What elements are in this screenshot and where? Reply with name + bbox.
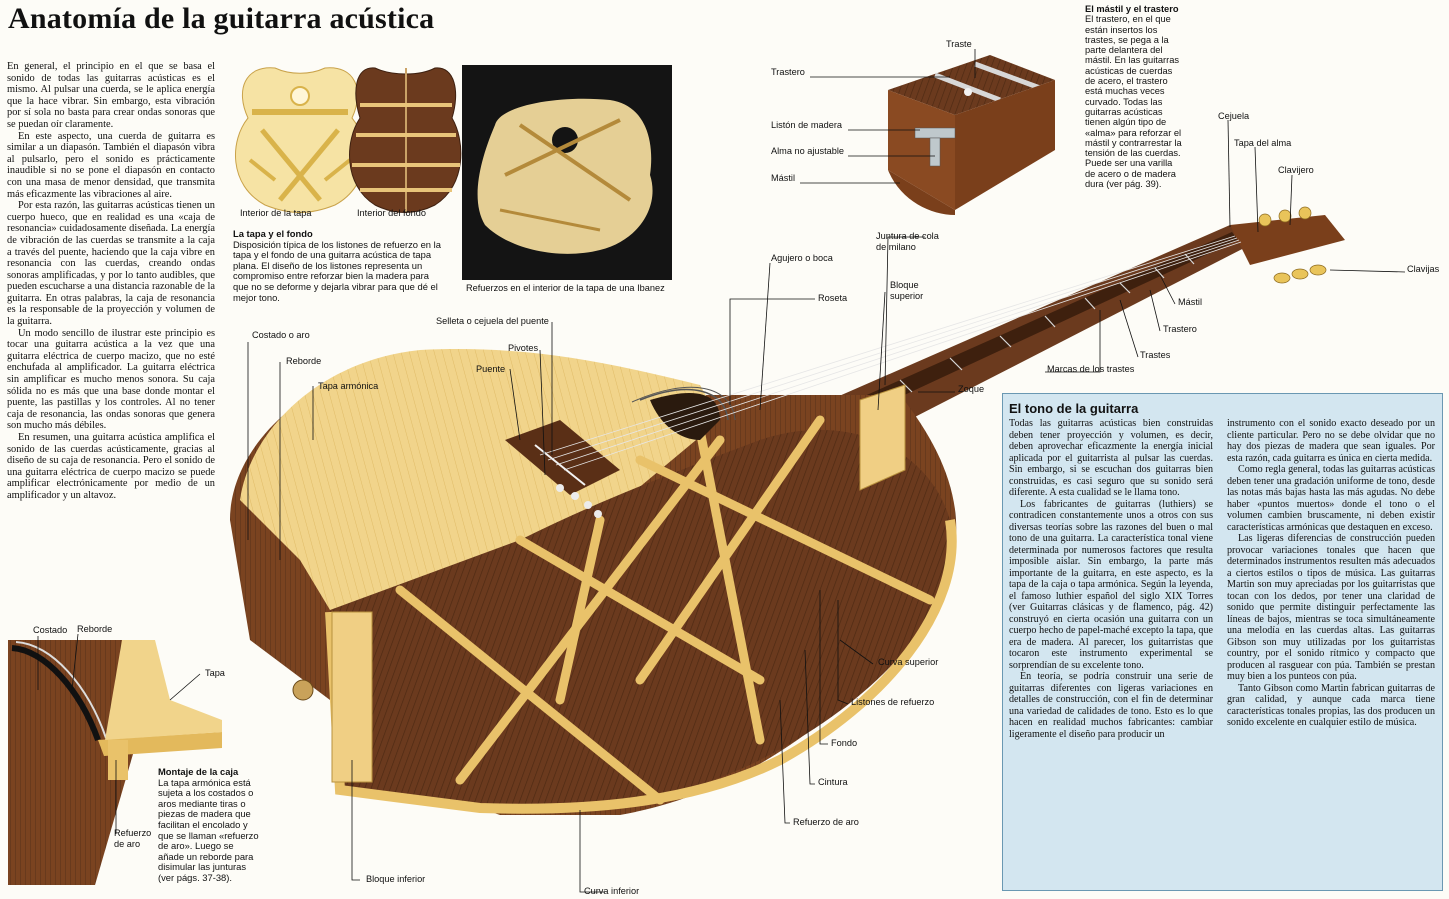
intro-paragraph: En resumen, una guitarra acústica amplif… <box>7 432 215 501</box>
label-bloque-inferior: Bloque inferior <box>366 874 426 884</box>
label-clavijero: Clavijero <box>1278 165 1314 175</box>
tono-title: El tono de la guitarra <box>1009 401 1139 416</box>
label-trastes: Trastes <box>1140 350 1171 360</box>
montaje-caption-title: Montaje de la caja <box>158 766 239 777</box>
label-bloque-superior: Bloque superior <box>890 280 924 301</box>
tono-paragraph: Los fabricantes de guitarras (luthiers) … <box>1009 498 1213 671</box>
tono-paragraph: Tanto Gibson como Martin fabrican guitar… <box>1227 682 1435 729</box>
label-trastero-detail: Trastero <box>771 67 805 77</box>
page-title: Anatomía de la guitarra acústica <box>8 2 435 35</box>
top-brace-drawing <box>235 67 365 213</box>
label-trastero: Trastero <box>1163 324 1197 334</box>
brace-caption: La tapa y el fondo Disposición típica de… <box>233 228 445 303</box>
tono-paragraph: En teoría, se podría construir una serie… <box>1009 671 1213 740</box>
montaje-caption-text: La tapa armónica está sujeta a los costa… <box>158 776 259 883</box>
label-clavijas: Clavijas <box>1407 264 1440 274</box>
label-curva-superior: Curva superior <box>878 657 939 667</box>
guitar-cutaway <box>230 206 1345 815</box>
label-traste: Traste <box>946 39 972 49</box>
label-costado: Costado o aro <box>252 330 310 340</box>
label-reborde: Reborde <box>286 356 322 366</box>
label-fondo: Fondo <box>831 738 858 748</box>
neck-note-title: El mástil y el trastero <box>1085 4 1179 14</box>
tono-paragraph: instrumento con el sonido exacto deseado… <box>1227 418 1435 464</box>
intro-paragraph: En general, el principio en el que se ba… <box>7 61 215 130</box>
label-curva-inferior: Curva inferior <box>584 886 640 896</box>
label-selleta: Selleta o cejuela del puente <box>436 316 549 326</box>
label-juntura: Juntura de cola de milano <box>876 231 939 252</box>
back-interior-label: Interior del fondo <box>357 208 426 218</box>
intro-paragraph: Por esta razón, las guitarras acústicas … <box>7 200 215 328</box>
tono-column-1: Todas las guitarras acústicas bien const… <box>1009 418 1213 740</box>
leader-lines <box>37 49 1406 893</box>
intro-paragraph: Un modo sencillo de ilustrar este princi… <box>7 327 215 432</box>
tono-panel: El tono de la guitarra Todas las guitarr… <box>1002 393 1443 891</box>
label-alma: Alma no ajustable <box>771 146 845 156</box>
montaje-caption: Montaje de la caja La tapa armónica está… <box>158 766 262 884</box>
neck-note: El mástil y el trastero El trastero, en … <box>1085 4 1183 189</box>
label-listones: Listones de refuerzo <box>851 697 935 707</box>
neck-note-text: El trastero, en el que están insertos lo… <box>1085 14 1182 190</box>
label-mastil: Mástil <box>1178 297 1202 307</box>
montaje-label-costado: Costado <box>33 625 68 635</box>
tono-paragraph: Las ligeras diferencias de construcción … <box>1227 533 1435 682</box>
label-cejuela: Cejuela <box>1218 111 1250 121</box>
label-mastil-detail: Mástil <box>771 173 795 183</box>
brace-caption-text: Disposición típica de los listones de re… <box>233 238 441 303</box>
label-tapa-armonica: Tapa armónica <box>318 381 379 391</box>
montaje-drawing <box>8 640 222 885</box>
label-zoque: Zoque <box>958 384 985 394</box>
label-cintura: Cintura <box>818 777 848 787</box>
montaje-label-tapa: Tapa <box>205 668 225 678</box>
montaje-label-reborde: Reborde <box>77 624 113 634</box>
label-agujero: Agujero o boca <box>771 253 833 263</box>
neck-detail-drawing <box>888 55 1055 215</box>
label-marcas: Marcas de los trastes <box>1047 364 1135 374</box>
label-tapa-alma: Tapa del alma <box>1234 138 1292 148</box>
label-liston: Listón de madera <box>771 120 842 130</box>
label-pivotes: Pivotes <box>508 343 539 353</box>
back-brace-drawing <box>349 67 462 213</box>
label-puente: Puente <box>476 364 506 374</box>
intro-text: En general, el principio en el que se ba… <box>7 61 215 502</box>
brace-caption-title: La tapa y el fondo <box>233 228 313 239</box>
ibanez-photo-caption: Refuerzos en el interior de la tapa de u… <box>466 283 665 293</box>
label-refuerzo-aro: Refuerzo de aro <box>793 817 859 827</box>
tono-paragraph: Todas las guitarras acústicas bien const… <box>1009 418 1213 498</box>
ibanez-photo <box>462 65 672 280</box>
label-roseta: Roseta <box>818 293 848 303</box>
montaje-label-refuerzo: Refuerzo de aro <box>114 828 152 849</box>
intro-paragraph: En este aspecto, una cuerda de guitarra … <box>7 130 215 200</box>
tono-column-2: instrumento con el sonido exacto deseado… <box>1227 418 1435 729</box>
tono-paragraph: Como regla general, todas las guitarras … <box>1227 464 1435 533</box>
top-interior-label: Interior de la tapa <box>240 208 312 218</box>
